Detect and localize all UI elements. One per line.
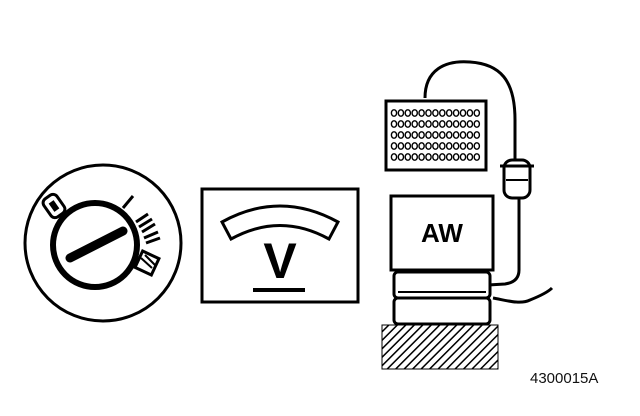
keypad-button [459, 109, 467, 117]
meter-scale [219, 204, 341, 242]
keypad-button [438, 109, 446, 117]
keypad-button [404, 142, 412, 150]
keypad-button [452, 131, 460, 139]
device-base-lower [392, 296, 492, 326]
keypad-button [473, 131, 481, 139]
display-screen [389, 194, 495, 272]
device-base-upper [392, 270, 492, 300]
keypad-button [452, 109, 460, 117]
keypad-button [425, 153, 432, 161]
keypad-button [390, 120, 398, 128]
keypad-button [438, 120, 446, 128]
keypad-button [432, 142, 439, 150]
keypad-button [466, 109, 474, 117]
keypad-button [411, 142, 419, 150]
key-slot [65, 226, 128, 263]
keypad-button [432, 109, 439, 117]
keypad-button [397, 142, 405, 150]
voltmeter-symbol: V [263, 233, 297, 289]
keypad-button [411, 109, 419, 117]
keypad-button [418, 153, 425, 161]
keypad-button [397, 131, 405, 139]
keypad-panel [384, 99, 488, 172]
keypad-button [432, 153, 439, 161]
cable-connector [500, 158, 534, 200]
keypad-button [425, 142, 432, 150]
tester-device: AW [381, 60, 554, 370]
voltmeter: V [200, 187, 360, 304]
keypad-button [411, 131, 419, 139]
keypad-button [418, 109, 425, 117]
keypad-button [390, 131, 398, 139]
keypad-button [418, 142, 425, 150]
keypad-button [466, 142, 474, 150]
position-mark-acc [135, 212, 156, 234]
keypad-button [452, 153, 460, 161]
keypad-button [459, 131, 467, 139]
keypad-button [390, 153, 398, 161]
cable [423, 60, 517, 160]
keypad-button [466, 120, 474, 128]
keypad-buttons [390, 109, 481, 161]
keypad-button [452, 142, 460, 150]
keypad-button [445, 109, 453, 117]
keypad-button [466, 153, 474, 161]
keypad-button [473, 109, 481, 117]
keypad-button [459, 142, 467, 150]
keypad-button [445, 142, 453, 150]
keypad-button [397, 153, 405, 161]
keypad-button [404, 109, 412, 117]
keypad-button [445, 153, 453, 161]
position-mark-lock [41, 192, 67, 220]
keypad-button [473, 153, 481, 161]
keypad-button [438, 142, 446, 150]
keypad-button [473, 120, 481, 128]
keypad-button [411, 120, 419, 128]
keypad-button [418, 120, 425, 128]
position-mark-off [121, 195, 135, 209]
hatched-mount [381, 324, 499, 370]
keypad-button [445, 131, 453, 139]
position-mark-start [133, 249, 161, 277]
keypad-button [404, 153, 412, 161]
keypad-button [459, 153, 467, 161]
keypad-button [473, 142, 481, 150]
keypad-button [466, 131, 474, 139]
keypad-button [445, 120, 453, 128]
keypad-button [397, 109, 405, 117]
keypad-button [459, 120, 467, 128]
keypad-button [390, 142, 398, 150]
keypad-button [452, 120, 460, 128]
keypad-button [432, 120, 439, 128]
figure-code: 4300015A [530, 370, 599, 387]
keypad-button [425, 131, 432, 139]
keypad-button [397, 120, 405, 128]
keypad-button [438, 131, 446, 139]
ignition-switch [23, 163, 183, 323]
position-mark-on [143, 230, 161, 245]
keypad-button [432, 131, 439, 139]
keypad-button [404, 120, 412, 128]
keypad-button [411, 153, 419, 161]
keypad-button [425, 120, 432, 128]
keypad-button [438, 153, 446, 161]
display-text: AW [421, 218, 463, 248]
keypad-button [418, 131, 425, 139]
keypad-button [404, 131, 412, 139]
keypad-button [425, 109, 432, 117]
keypad-button [390, 109, 398, 117]
